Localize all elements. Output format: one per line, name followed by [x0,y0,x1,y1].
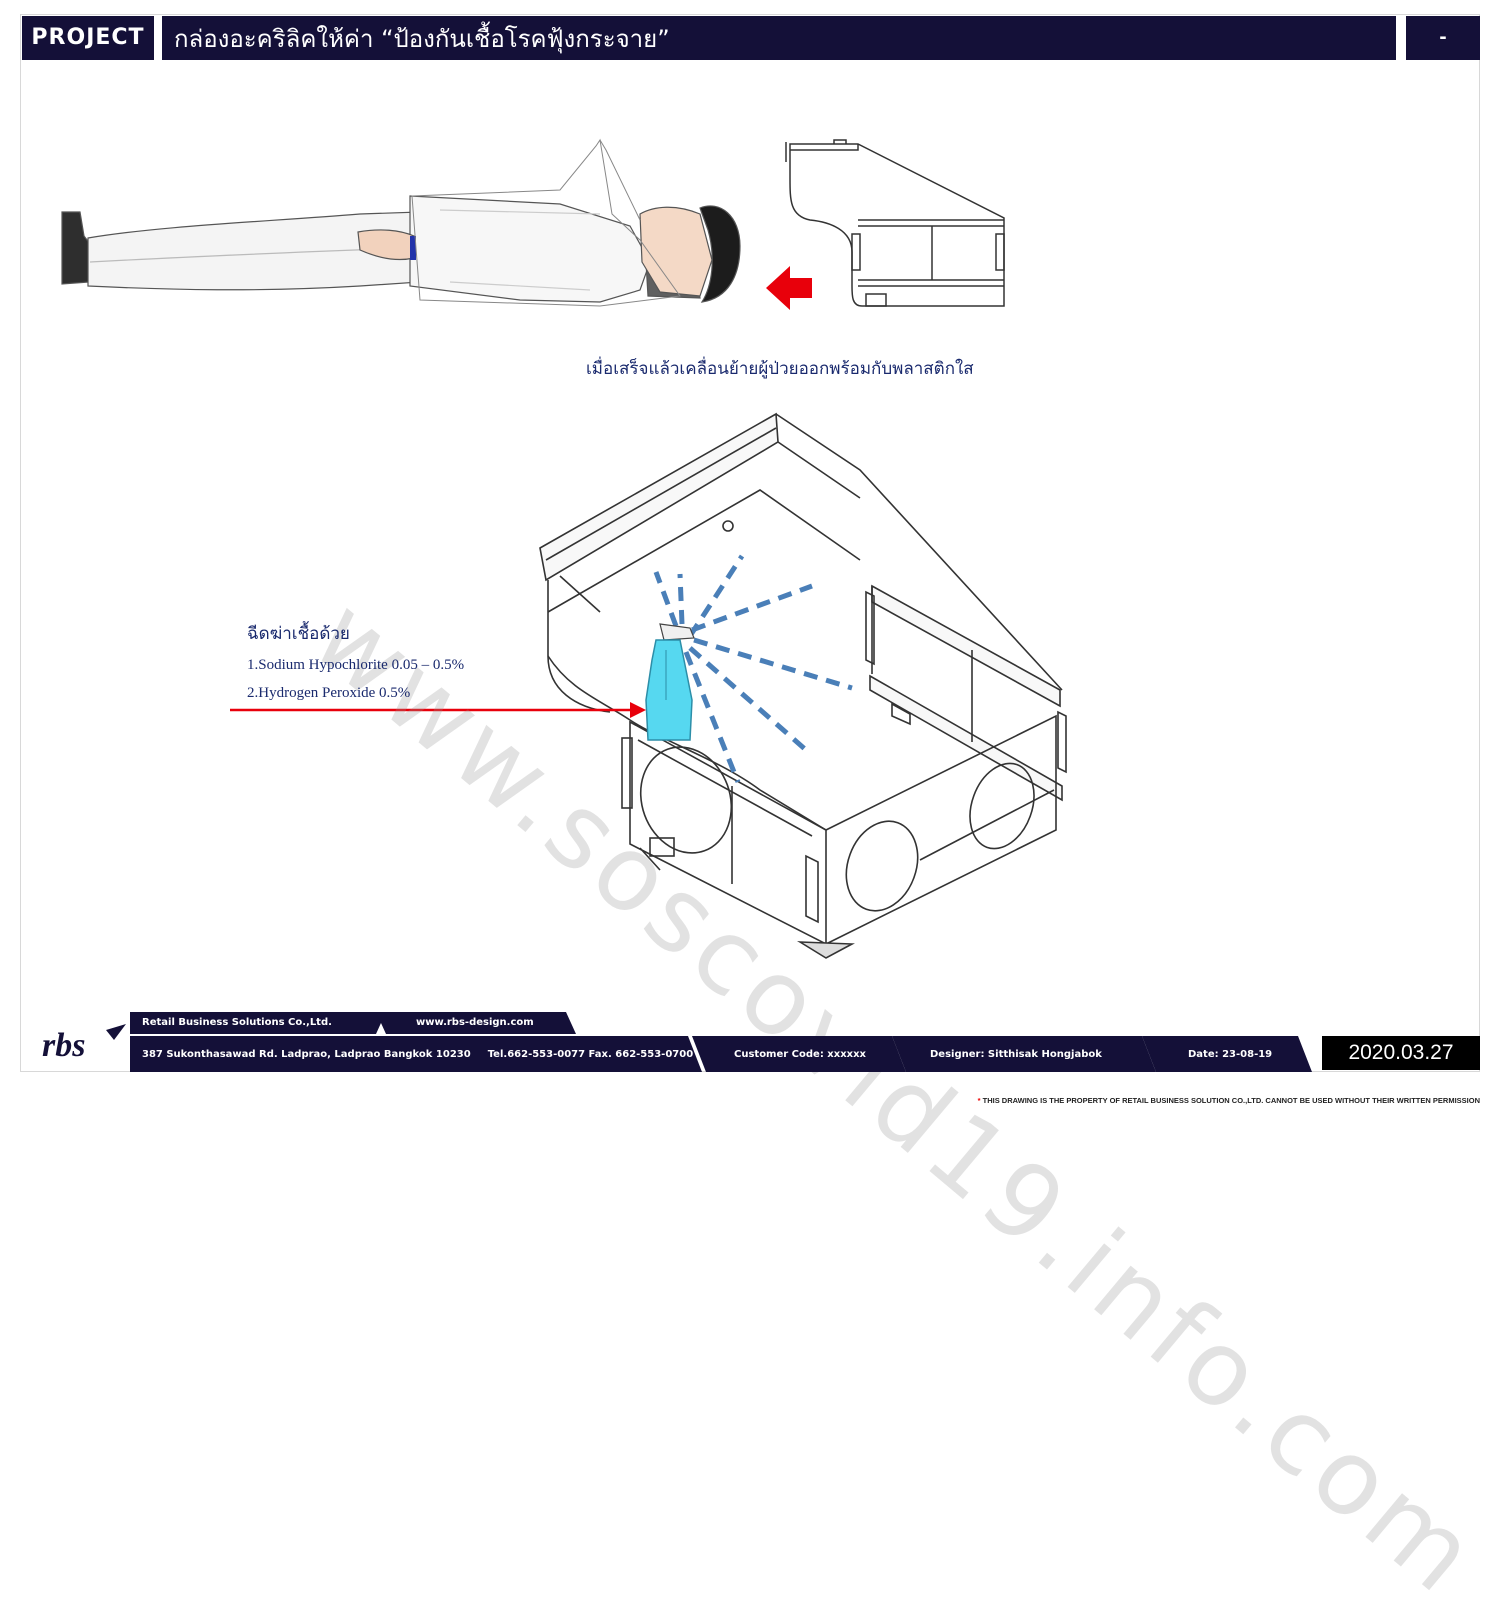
disclaimer-text: THIS DRAWING IS THE PROPERTY OF RETAIL B… [982,1096,1480,1105]
designer-band: Designer: Sitthisak Hongjabok [892,1036,1156,1072]
customer-code: Customer Code: xxxxxx [734,1049,867,1060]
page-number: - [1406,16,1480,60]
page-title: กล่องอะคริลิคให้ค่า “ป้องกันเชื้อโรคฟุ้ง… [162,16,1396,60]
revision-date: 2020.03.27 [1322,1036,1480,1070]
customer-code-band: Customer Code: xxxxxx [692,1036,906,1072]
spray-pattern [653,554,853,783]
svg-text:rbs: rbs [42,1027,85,1064]
notes-item: 2.Hydrogen Peroxide 0.5% [247,685,411,701]
move-patient-caption: เมื่อเสร็จแล้วเคลื่อนย้ายผู้ป่วยออกพร้อม… [586,359,974,379]
disinfection-notes: ฉีดฆ่าเชื้อด้วย 1.Sodium Hypochlorite 0.… [247,620,464,713]
spray-bottle-icon [645,623,695,741]
box-side-view [785,139,1005,307]
website-link[interactable]: www.rbs-design.com [416,1017,534,1028]
disclaimer-mark: * [977,1096,981,1105]
company-address: 387 Sukonthasawad Rd. Ladprao, Ladprao B… [142,1049,471,1060]
acrylic-box-isometric [539,412,1067,959]
project-label: PROJECT [22,16,154,60]
date-band: Date: 23-08-19 [1142,1036,1312,1072]
drawing-date: Date: 23-08-19 [1188,1049,1273,1060]
drawing-canvas [61,138,1067,959]
disclaimer: * THIS DRAWING IS THE PROPERTY OF RETAIL… [978,1096,1480,1105]
move-direction-arrow [766,266,812,310]
notes-heading: ฉีดฆ่าเชื้อด้วย [247,624,350,643]
rbs-logo: rbs [42,1024,126,1064]
patient-figure [61,138,741,307]
website-band: www.rbs-design.com [376,1012,576,1034]
designer-name: Designer: Sitthisak Hongjabok [930,1049,1102,1060]
company-name: Retail Business Solutions Co.,Ltd. [142,1017,332,1028]
company-phone: Tel.662-553-0077 Fax. 662-553-0700 [487,1049,694,1060]
pointer-arrow [230,702,646,718]
company-name-band: Retail Business Solutions Co.,Ltd. [130,1012,386,1034]
address-band: 387 Sukonthasawad Rd. Ladprao, Ladprao B… [130,1036,702,1072]
notes-item: 1.Sodium Hypochlorite 0.05 – 0.5% [247,657,465,673]
